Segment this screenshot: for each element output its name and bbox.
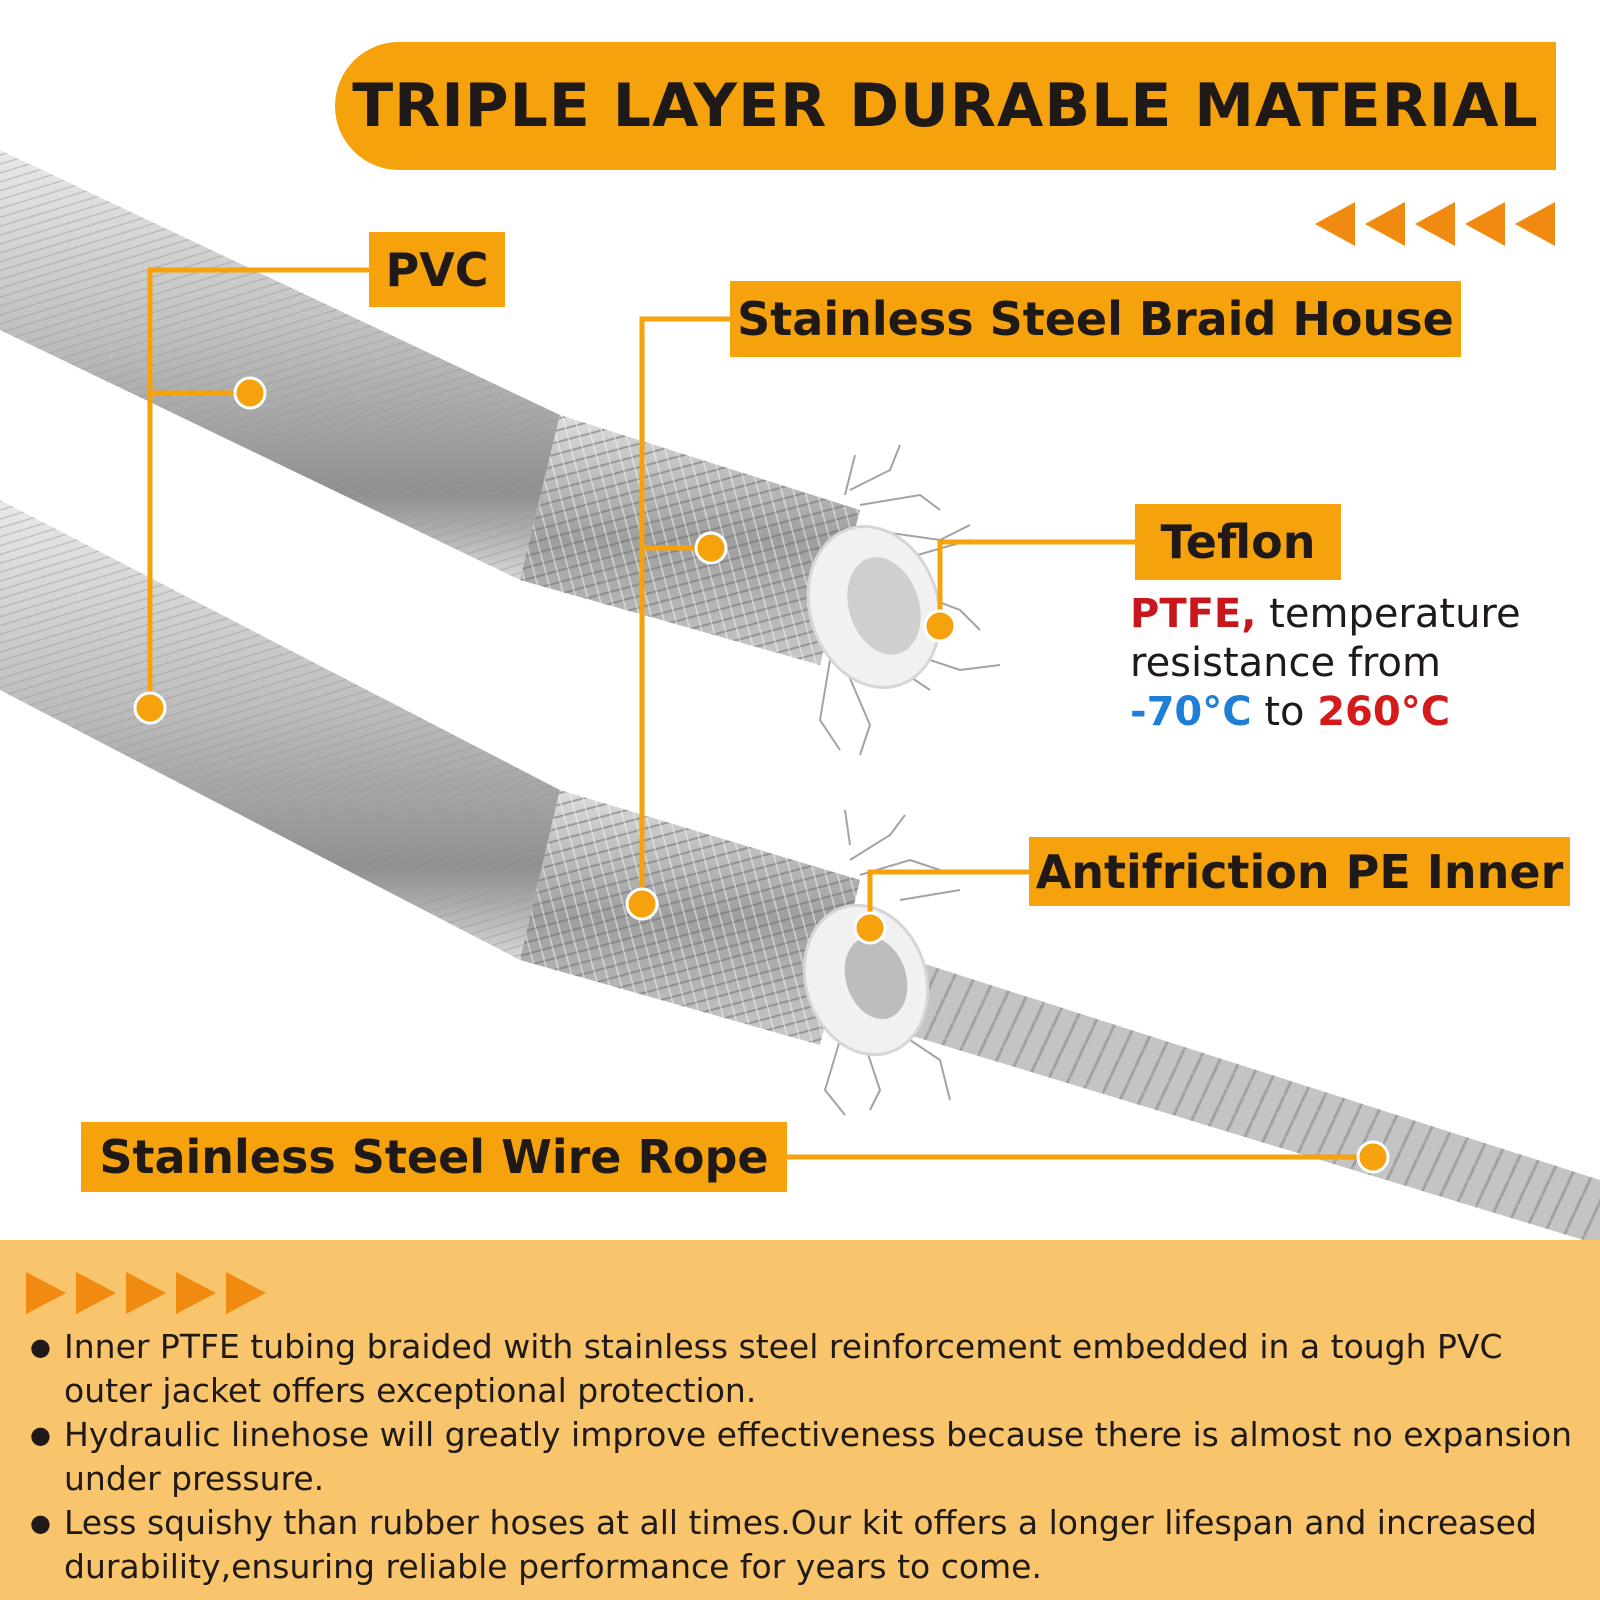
right-arrows-icon <box>26 1272 266 1314</box>
upper-hose <box>0 150 1001 756</box>
label-stainless-steel-braid: Stainless Steel Braid House <box>730 281 1461 357</box>
header-banner: TRIPLE LAYER DURABLE MATERIAL <box>335 42 1556 170</box>
label-teflon: Teflon <box>1135 504 1341 580</box>
header-title: TRIPLE LAYER DURABLE MATERIAL <box>352 71 1539 141</box>
callout-dots <box>133 376 1390 1174</box>
feature-item: Hydraulic linehose will greatly improve … <box>28 1413 1588 1501</box>
hot-temp: 260°C <box>1317 689 1451 735</box>
feature-item: Less squishy than rubber hoses at all ti… <box>28 1501 1588 1589</box>
lower-hose <box>0 500 1600 1245</box>
to-text: to <box>1251 689 1318 735</box>
ptfe-text: PTFE, <box>1130 591 1257 637</box>
label-stainless-steel-wire-rope: Stainless Steel Wire Rope <box>81 1122 787 1192</box>
temperature-text: temperature resistance from <box>1130 591 1521 686</box>
cold-temp: -70°C <box>1130 689 1252 735</box>
label-pvc: PVC <box>369 232 505 307</box>
feature-item: Inner PTFE tubing braided with stainless… <box>28 1325 1588 1413</box>
label-antifriction-pe-inner: Antifriction PE Inner <box>1029 837 1570 906</box>
feature-list: Inner PTFE tubing braided with stainless… <box>28 1325 1588 1589</box>
left-arrows-icon <box>1315 202 1555 246</box>
teflon-description: PTFE, temperature resistance from -70°C … <box>1130 590 1570 737</box>
callout-lines <box>147 267 1373 1160</box>
